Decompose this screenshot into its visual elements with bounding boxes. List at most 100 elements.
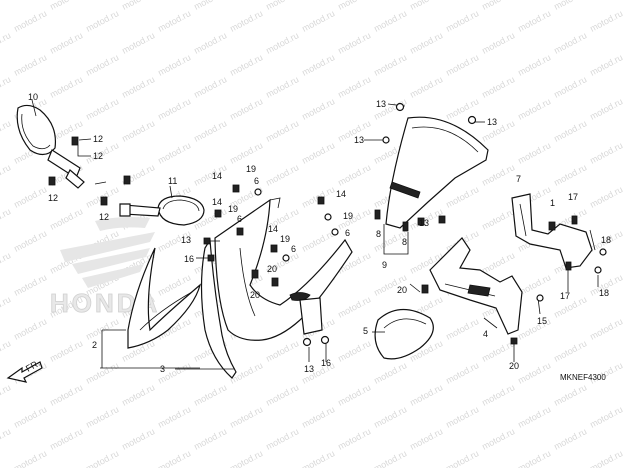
watermark-text: motod.ru (48, 338, 84, 364)
side-cowl (127, 247, 202, 349)
watermark-text: motod.ru (408, 74, 444, 100)
watermark-text: motod.ru (444, 404, 480, 430)
watermark-text: motod.ru (48, 30, 84, 56)
watermark-text: motod.ru (12, 404, 48, 430)
watermark-text: motod.ru (156, 8, 192, 34)
watermark-text: motod.ru (372, 448, 408, 468)
watermark-text: motod.ru (552, 118, 588, 144)
upper-cowl (200, 197, 353, 379)
watermark-text: motod.ru (588, 96, 624, 122)
watermark-text: motod.ru (12, 448, 48, 468)
watermark-text: motod.ru (336, 294, 372, 320)
callout-6: 6 (237, 214, 242, 224)
watermark-text: motod.ru (300, 404, 336, 430)
watermark-text: motod.ru (0, 162, 12, 188)
watermark-text: motod.ru (84, 404, 120, 430)
watermark-text: motod.ru (372, 360, 408, 386)
watermark-text: motod.ru (408, 30, 444, 56)
callout-6: 6 (254, 176, 259, 186)
watermark-text: motod.ru (120, 426, 156, 452)
watermark-text: motod.ru (516, 448, 552, 468)
fasteners (203, 102, 607, 347)
watermark-text: motod.ru (552, 294, 588, 320)
watermark-text: motod.ru (480, 162, 516, 188)
watermark-text: motod.ru (0, 294, 12, 320)
watermark-text: motod.ru (444, 184, 480, 210)
callout-7: 7 (516, 174, 521, 184)
watermark-text: motod.ru (336, 338, 372, 364)
watermark-text: motod.ru (264, 162, 300, 188)
watermark-text: motod.ru (84, 8, 120, 34)
bracket-assembly (511, 193, 593, 269)
watermark-text: motod.ru (300, 228, 336, 254)
watermark-text: motod.ru (120, 382, 156, 408)
callout-13: 13 (487, 117, 497, 127)
callout-14: 14 (212, 197, 222, 207)
watermark-text: motod.ru (516, 140, 552, 166)
watermark-text: motod.ru (336, 162, 372, 188)
windscreen (385, 116, 489, 229)
callout-11: 11 (168, 176, 177, 186)
watermark-text: motod.ru (0, 426, 12, 452)
watermark-text: motod.ru (588, 140, 624, 166)
watermark-text: motod.ru (336, 382, 372, 408)
watermark-text: motod.ru (588, 404, 624, 430)
watermark-text: motod.ru (480, 426, 516, 452)
watermark-text: motod.ru (156, 404, 192, 430)
watermark-text: motod.ru (228, 52, 264, 78)
watermark-text: motod.ru (12, 184, 48, 210)
watermark-text: motod.ru (120, 30, 156, 56)
watermark-text: motod.ru (588, 52, 624, 78)
callout-4: 4 (483, 329, 488, 339)
watermark-text: motod.ru (444, 448, 480, 468)
watermark-text: motod.ru (300, 140, 336, 166)
watermark-text: motod.ru (12, 316, 48, 342)
watermark-text: motod.ru (372, 52, 408, 78)
front-direction-arrow (6, 361, 43, 383)
callout-14: 14 (336, 189, 346, 199)
callout-20: 20 (267, 264, 277, 274)
callout-5: 5 (363, 326, 368, 336)
callout-19: 19 (280, 234, 290, 244)
watermark-text: motod.ru (444, 316, 480, 342)
callout-18: 18 (599, 288, 609, 298)
watermark-text: motod.ru (552, 426, 588, 452)
watermark-text: motod.ru (228, 448, 264, 468)
callout-20: 20 (509, 361, 519, 371)
watermark-text: motod.ru (192, 426, 228, 452)
watermark-text: motod.ru (48, 0, 84, 12)
watermark-text: motod.ru (480, 206, 516, 232)
callout-12: 12 (48, 193, 58, 203)
watermark-text: motod.ru (0, 338, 12, 364)
watermark-text: motod.ru (48, 382, 84, 408)
watermark-text: motod.ru (264, 118, 300, 144)
watermark-text: motod.ru (192, 382, 228, 408)
honda-wing-logo (60, 217, 155, 288)
watermark-text: motod.ru (516, 52, 552, 78)
watermark-text: motod.ru (192, 118, 228, 144)
watermark-text: motod.ru (588, 8, 624, 34)
watermark-text: motod.ru (300, 8, 336, 34)
callout-19: 19 (228, 204, 238, 214)
watermark-text: motod.ru (264, 338, 300, 364)
watermark-text: motod.ru (228, 96, 264, 122)
watermark-text: motod.ru (0, 74, 12, 100)
watermark-text: motod.ru (336, 30, 372, 56)
watermark-text: motod.ru (480, 30, 516, 56)
watermark-text: motod.ru (156, 448, 192, 468)
watermark-text: motod.ru (300, 52, 336, 78)
watermark-text: motod.ru (372, 404, 408, 430)
callout-12: 12 (99, 212, 109, 222)
watermark-text: motod.ru (588, 448, 624, 468)
watermark-text: motod.ru (444, 52, 480, 78)
watermark-text: motod.ru (552, 382, 588, 408)
watermark-text: motod.ru (480, 0, 516, 12)
watermark-text: motod.ru (0, 30, 12, 56)
watermark-text: motod.ru (156, 140, 192, 166)
watermark-text: motod.ru (48, 426, 84, 452)
callout-9: 9 (382, 260, 387, 270)
watermark-text: motod.ru (516, 96, 552, 122)
watermark-text: motod.ru (552, 162, 588, 188)
